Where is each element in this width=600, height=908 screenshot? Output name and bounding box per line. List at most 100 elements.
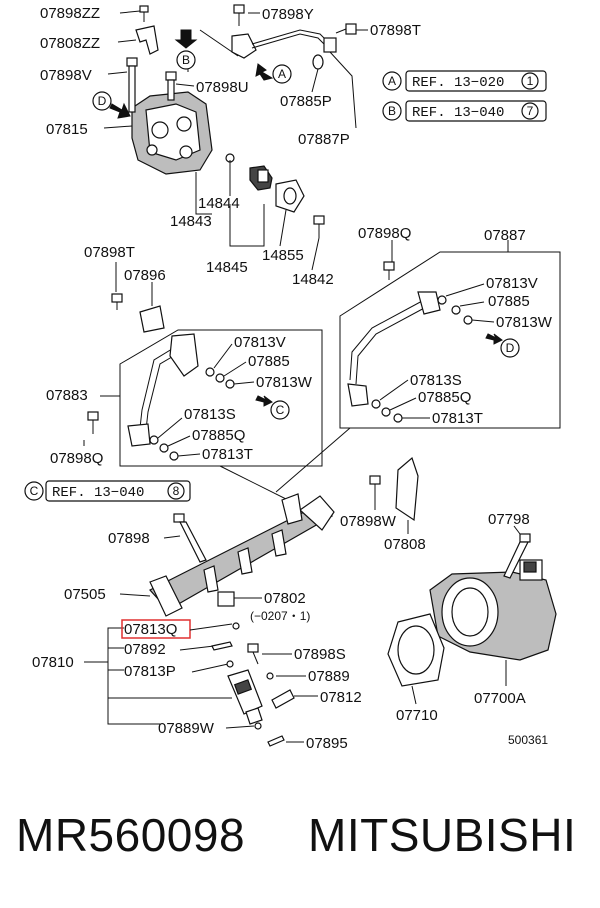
clip-07892 [211, 641, 233, 651]
oring-07813P [226, 660, 234, 668]
svg-text:REF. 13−020: REF. 13−020 [412, 75, 504, 91]
pipe-07887-a [349, 299, 425, 381]
leader-07898 [163, 535, 181, 539]
bracket-07808ZZ [135, 25, 159, 55]
svg-text:C: C [276, 403, 285, 417]
label-07813Q: 07813Q [124, 621, 177, 638]
rail-boss-2 [237, 547, 253, 575]
label-07808ZZ: 07808ZZ [40, 35, 100, 52]
label-07896: 07896 [124, 267, 166, 284]
label-07898V: 07898V [40, 67, 92, 84]
label-07898Y: 07898Y [262, 6, 314, 23]
label-07813V-r: 07813V [486, 275, 538, 292]
arrow-down-b [174, 29, 198, 49]
label-07883: 07883 [46, 387, 88, 404]
bolt-14842-head [313, 215, 325, 225]
label-07810: 07810 [32, 654, 74, 671]
label-07885-l: 07885 [248, 353, 290, 370]
leader-b-housing [199, 29, 239, 57]
pipe-07887P-inner [251, 33, 327, 49]
arrow-d-mid [485, 333, 503, 345]
bolt-07898V-head [126, 57, 138, 67]
exploded-view-diagram: 07898ZZ 07898Y 07898T 07808ZZ 07898V 078… [24, 4, 561, 752]
pipe-07887P-flange [231, 33, 257, 59]
bolt-07898U-shank [167, 79, 175, 101]
label-07885Q-l: 07885Q [192, 427, 245, 444]
bolt-07898U-head [165, 71, 177, 81]
leader-14855 [279, 209, 287, 247]
label-07885Q-r: 07885Q [418, 389, 471, 406]
label-07895: 07895 [306, 735, 348, 752]
bolt-07898W-head [369, 475, 381, 485]
label-07885P: 07885P [280, 93, 332, 110]
leader-07887P [329, 51, 357, 129]
insulator-07812 [271, 689, 295, 709]
part-number: MR560098 [16, 809, 246, 861]
oring-07885P [312, 54, 324, 70]
leader-14843 [195, 172, 212, 215]
label-07889: 07889 [308, 668, 350, 685]
label-07798: 07798 [488, 511, 530, 528]
bolt-07898T-head [111, 293, 123, 303]
label-07898Q: 07898Q [50, 450, 103, 467]
oring-07889W [254, 722, 262, 730]
bolt-07898ZZ-head [139, 5, 149, 13]
label-14843: 14843 [170, 213, 212, 230]
label-07887: 07887 [484, 227, 526, 244]
bolt-07898Y-head [233, 4, 245, 14]
bolt-07898T-top-head [345, 23, 357, 35]
leader-07813W-l [233, 381, 255, 385]
leader-07889W [225, 725, 255, 729]
label-07898U: 07898U [196, 79, 249, 96]
brand-name: MITSUBISHI [308, 809, 577, 861]
svg-text:B: B [182, 53, 190, 67]
leader-07813V-r [445, 283, 485, 297]
label-07898Q-top: 07898Q [358, 225, 411, 242]
label-07898ZZ: 07898ZZ [40, 5, 100, 22]
leader-07885P [311, 68, 319, 93]
pipe-07883-flange-bottom [127, 423, 151, 447]
callout-d-top: D [92, 91, 112, 111]
leader-07885Q-l [167, 435, 191, 447]
tps-connector [523, 561, 537, 573]
oring-07813Q [232, 622, 240, 630]
label-07887P: 07887P [298, 131, 350, 148]
oring-r4 [371, 399, 381, 409]
svg-text:D: D [98, 94, 107, 108]
label-07505: 07505 [64, 586, 106, 603]
oring-r1 [437, 295, 447, 305]
svg-text:A: A [278, 67, 286, 81]
label-07892: 07892 [124, 641, 166, 658]
leader-07813S-r [379, 379, 409, 401]
label-07813S-r: 07813S [410, 372, 462, 389]
injector-tip [245, 707, 263, 725]
bolt-07898S-shank [252, 651, 259, 665]
housing-port-3 [179, 145, 193, 159]
bolt-07898Q-top-head [383, 261, 395, 271]
oring-r2 [451, 305, 461, 315]
gasket-07710-hole [397, 625, 435, 675]
label-07812: 07812 [320, 689, 362, 706]
box-07883 [119, 329, 323, 467]
footer: MR560098 MITSUBISHI [0, 800, 600, 870]
label-07813W-l: 07813W [256, 374, 313, 391]
pipe-07887-flange-top [417, 291, 441, 315]
highlight-07813Q [121, 619, 191, 639]
svg-text:8: 8 [173, 484, 180, 498]
svg-text:REF. 13−040: REF. 13−040 [52, 485, 144, 501]
label-14855: 14855 [262, 247, 304, 264]
rail-boss-3 [271, 529, 287, 557]
label-07898W: 07898W [340, 513, 397, 530]
arrow-a [255, 63, 274, 81]
leader-07813V-l [213, 343, 233, 369]
label-07813P: 07813P [124, 663, 176, 680]
leader-07898ZZ [119, 10, 141, 14]
oring-r6 [393, 413, 403, 423]
bolt-07898-head [173, 513, 185, 523]
label-14842: 14842 [292, 271, 334, 288]
leader-07885Q-r [389, 397, 417, 411]
pipe-07887-b [355, 305, 429, 385]
leader-07798 [513, 525, 521, 535]
top-assembly [103, 4, 368, 271]
oring-l4 [149, 435, 159, 445]
